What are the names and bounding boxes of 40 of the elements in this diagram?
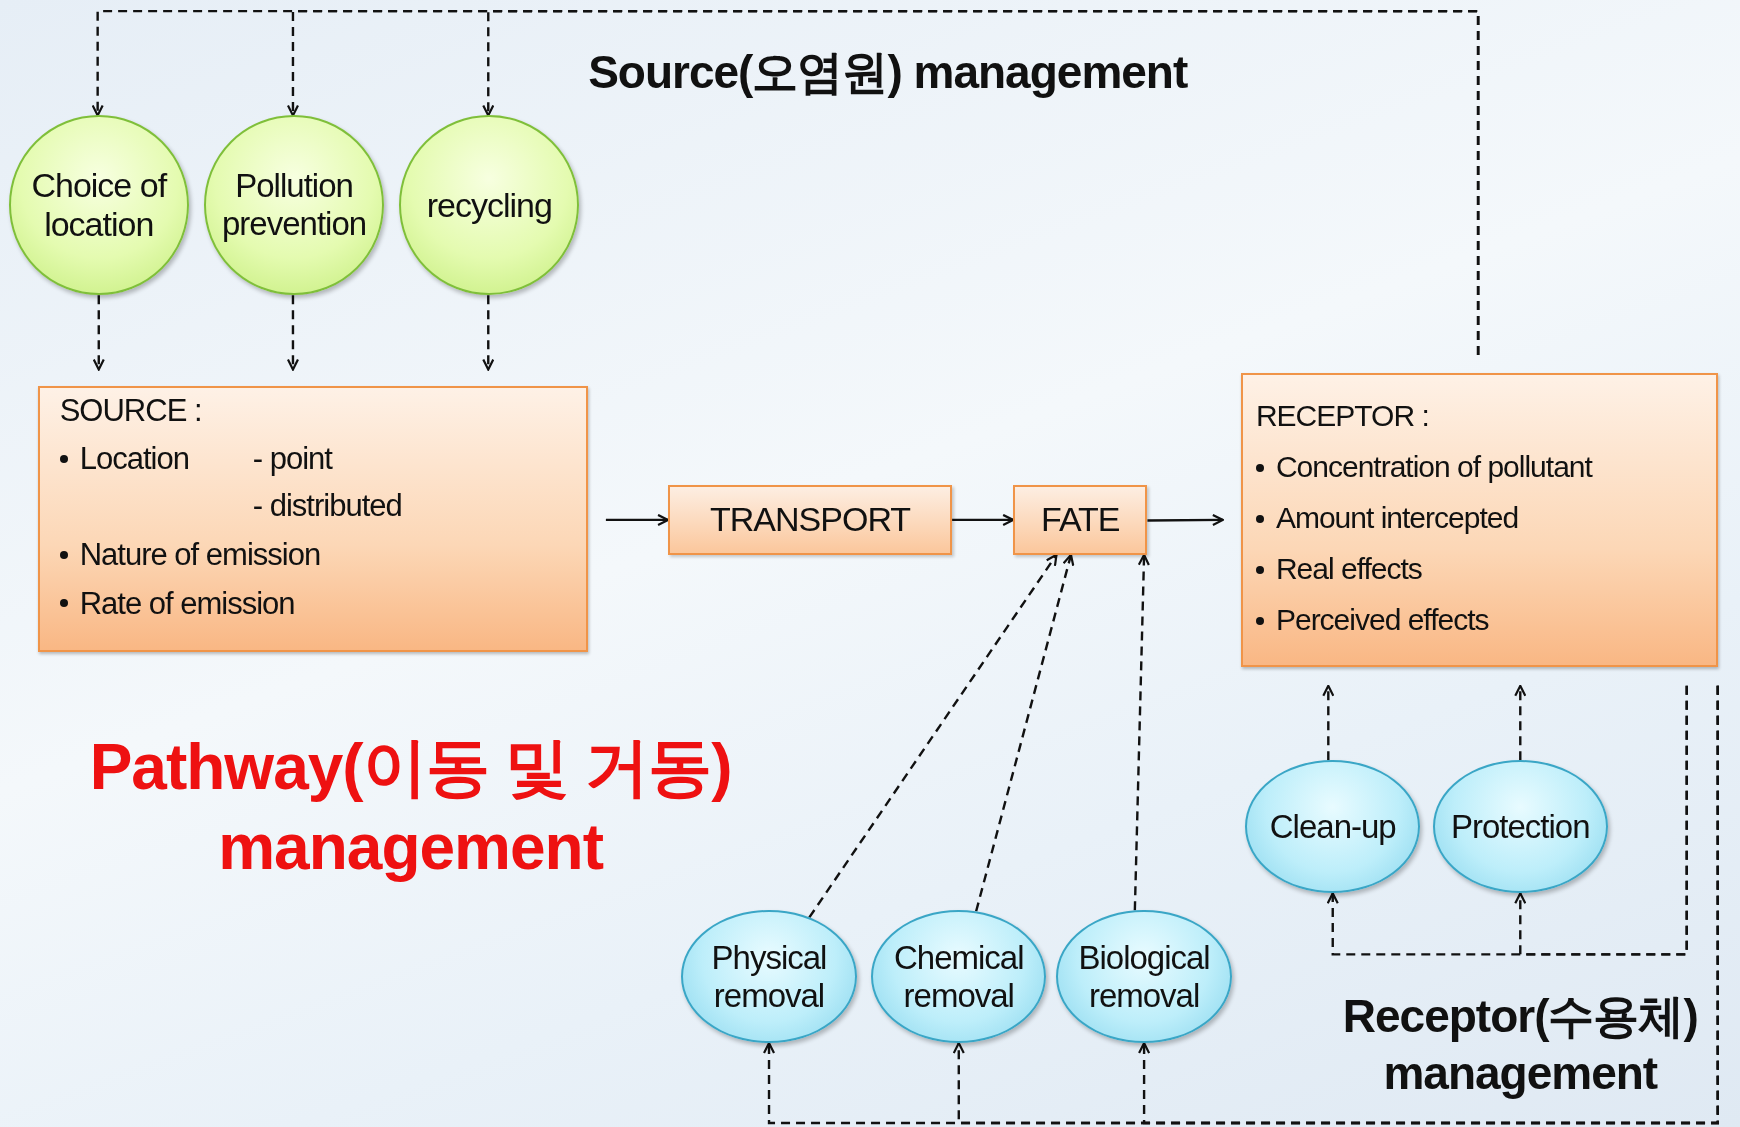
list-item: Location (79, 441, 189, 478)
arrow (1514, 685, 1688, 956)
arrow (605, 513, 670, 526)
section-title: Pathway(이동 및 거동) management (88, 729, 733, 885)
arrow (1138, 685, 1719, 1125)
list-item: Amount intercepted (1275, 501, 1519, 536)
arrow (286, 295, 300, 371)
node-label: Biological removal (1077, 938, 1211, 1015)
arrow (1133, 553, 1150, 911)
section-title: Receptor(수용체) management (1341, 988, 1699, 1102)
arrow (952, 513, 1015, 526)
node-label: Pollution prevention (221, 167, 368, 244)
node-label: Protection (1449, 807, 1591, 846)
box-heading: RECEPTOR : (1255, 399, 1429, 434)
arrow (1514, 684, 1527, 761)
arrow (1322, 684, 1335, 761)
arrow (482, 9, 1480, 356)
arrow (482, 295, 495, 371)
node-label: Choice of location (30, 166, 168, 245)
list-item: Real effects (1275, 552, 1422, 587)
arrow (1147, 513, 1224, 527)
list-item: - point (252, 441, 332, 478)
section-title: Source(오염원) management (587, 45, 1189, 101)
node-label: Clean-up (1268, 807, 1397, 846)
list-item: - distributed (252, 488, 402, 524)
node-label: Chemical removal (893, 938, 1025, 1015)
list-item: Perceived effects (1275, 603, 1489, 638)
list-item: Nature of emission (79, 536, 321, 573)
arrow (92, 295, 105, 371)
node-label: FATE (1040, 500, 1121, 540)
node-label: recycling (425, 185, 553, 225)
node-label: Physical removal (710, 938, 828, 1015)
list-item: Rate of emission (79, 585, 295, 622)
process-box (1013, 484, 1148, 555)
box-heading: SOURCE : (59, 392, 202, 429)
list-item: Concentration of pollutant (1275, 450, 1592, 485)
arrow (975, 553, 1075, 912)
process-box (668, 484, 953, 555)
node-label: TRANSPORT (709, 500, 912, 540)
arrow (808, 553, 1058, 919)
